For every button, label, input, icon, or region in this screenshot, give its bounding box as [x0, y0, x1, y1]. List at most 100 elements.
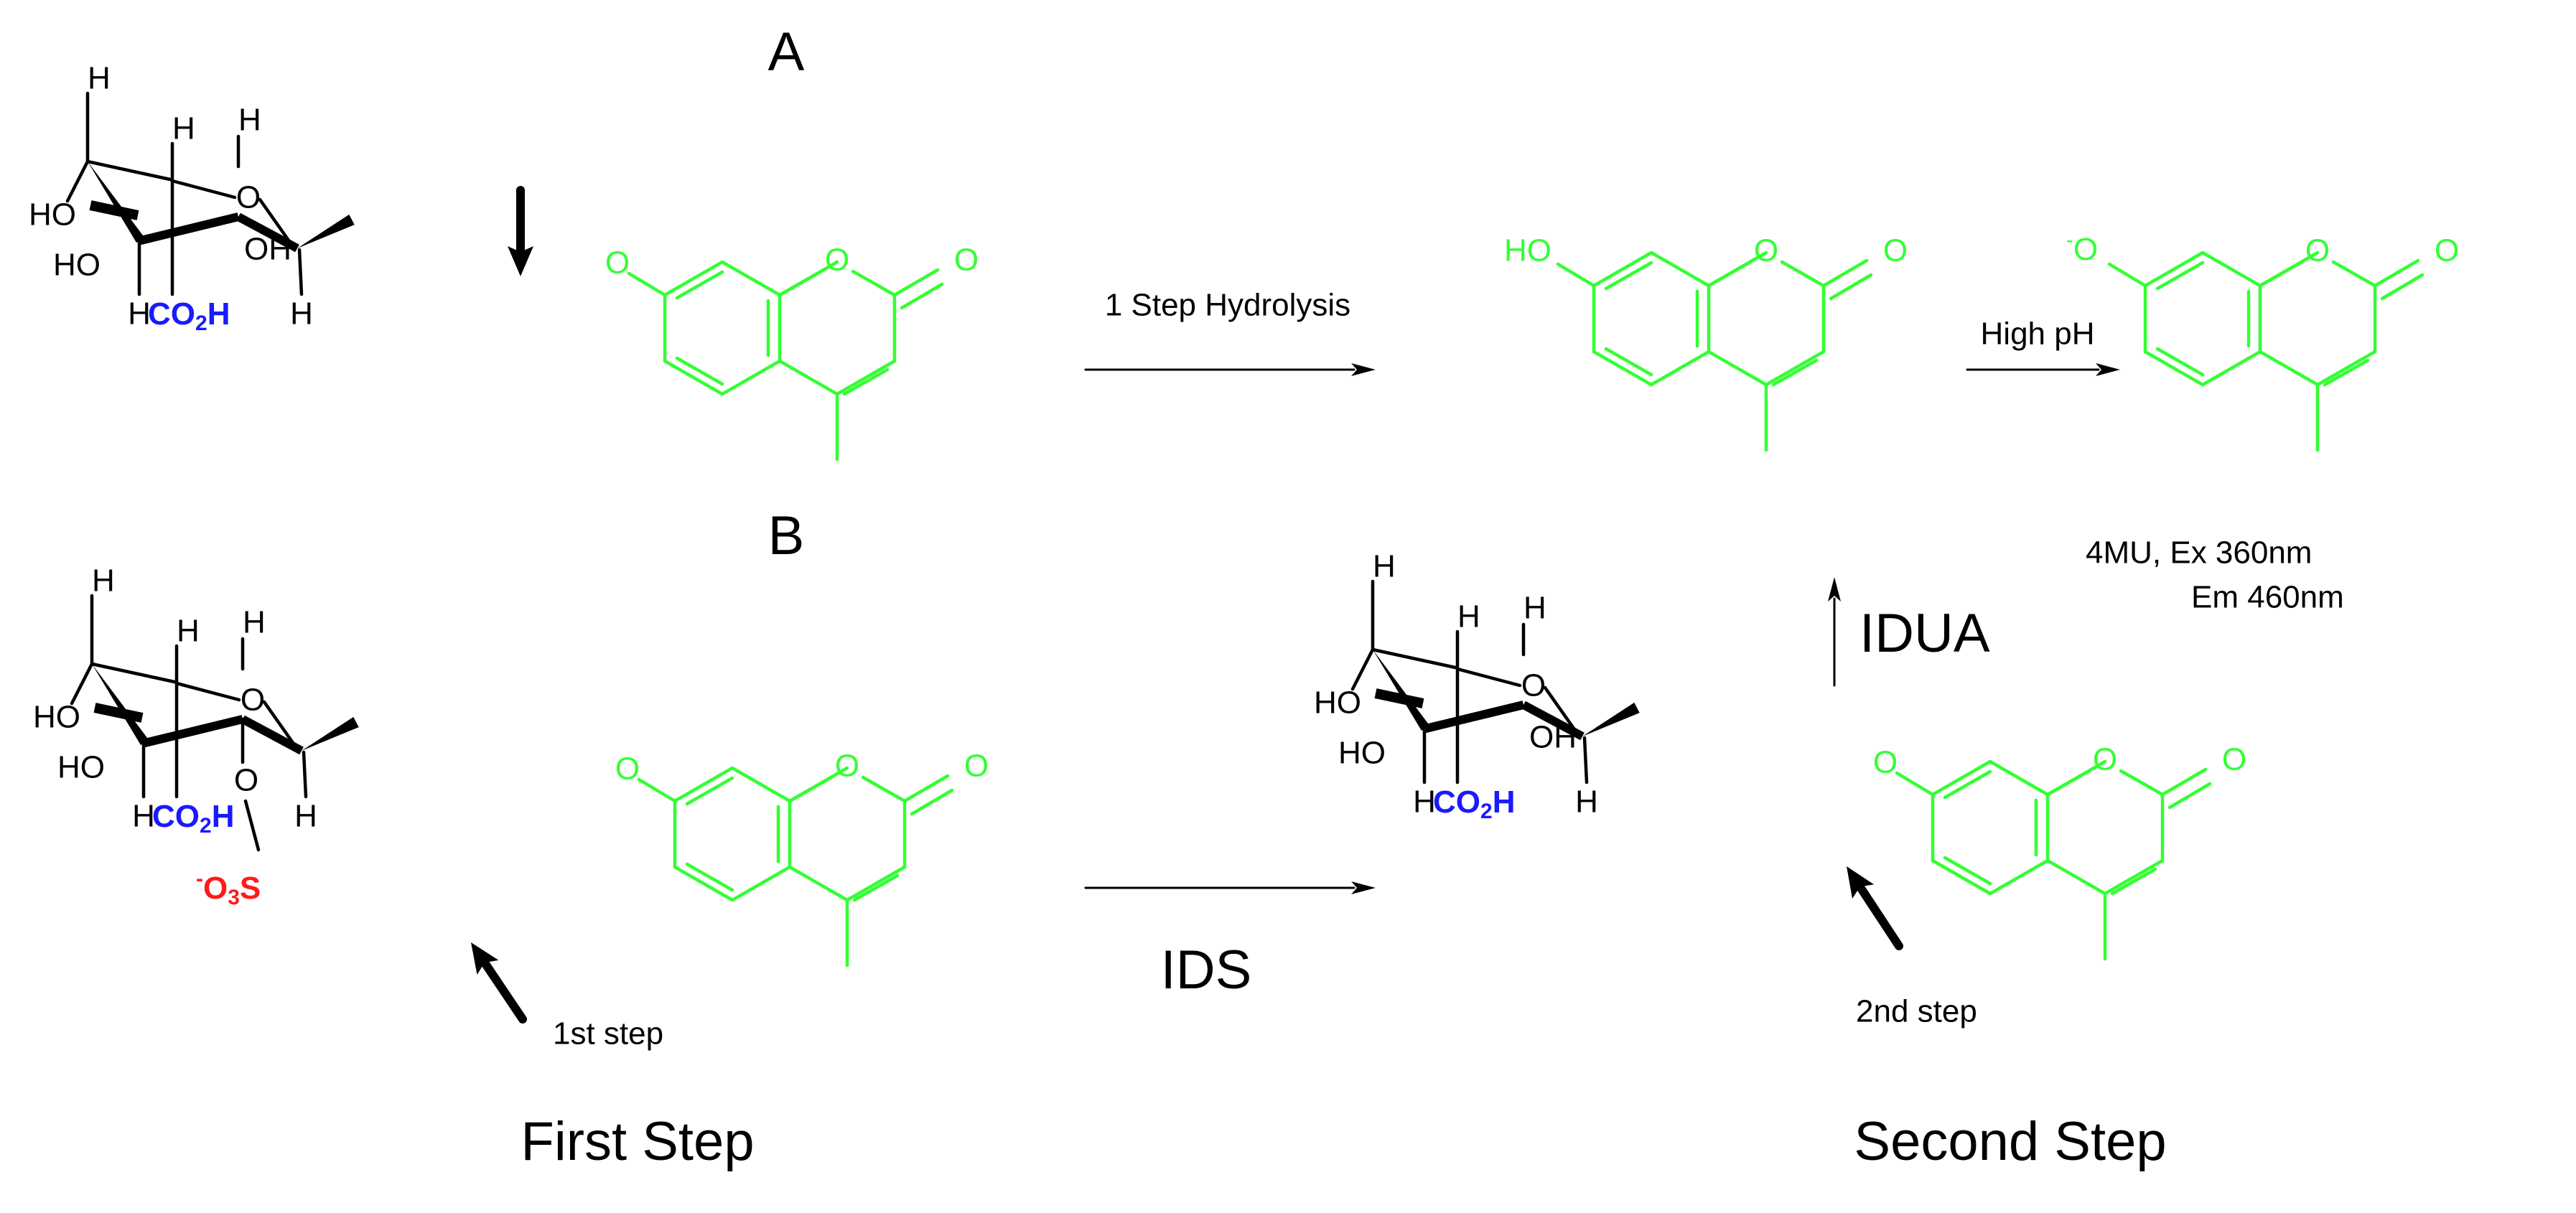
bond	[851, 269, 897, 297]
idua-arrow	[1828, 577, 1841, 687]
bond	[1604, 347, 1653, 377]
glycosidic-oxygen: O	[1873, 745, 1898, 780]
bond	[910, 788, 954, 816]
bond	[2160, 767, 2208, 797]
bond	[892, 268, 940, 297]
first-step-note: 1st step	[553, 1016, 663, 1052]
bond	[2380, 273, 2425, 301]
atom-h: H	[177, 614, 200, 649]
bond	[1543, 685, 1579, 736]
carbonyl-oxygen: O	[964, 749, 989, 784]
bond	[2258, 350, 2320, 387]
arrow-head	[1828, 577, 1841, 601]
atom-o: O	[234, 763, 258, 798]
bond	[675, 270, 724, 300]
bond	[1604, 261, 1653, 291]
atom-h: H	[1575, 785, 1598, 820]
bond	[627, 271, 667, 297]
bond	[85, 159, 172, 182]
bond	[663, 260, 724, 297]
atom-ho: HO	[33, 700, 80, 735]
ring-oxygen: O	[2305, 233, 2330, 268]
glycosidic-oxygen: O	[605, 245, 630, 281]
second-step-title: Second Step	[1854, 1111, 2166, 1172]
bond	[258, 197, 294, 248]
bond	[2167, 782, 2212, 810]
panel-label-a: A	[768, 22, 805, 83]
bond	[720, 359, 782, 396]
ring-oxygen: O	[825, 243, 849, 278]
arrow-shaft	[1857, 884, 1903, 950]
bond	[2143, 350, 2205, 387]
atom-h: H	[128, 296, 151, 332]
bond	[1556, 262, 1596, 288]
arrow-head	[1847, 866, 1875, 899]
bold-bond	[88, 161, 145, 243]
atom-ho: HO	[53, 248, 101, 283]
arrow-shaft	[482, 960, 527, 1024]
bond	[1931, 858, 1992, 896]
carboxyl-group: CO2H	[152, 799, 234, 838]
atom-ho: HO	[1338, 736, 1386, 771]
bond	[900, 282, 944, 310]
glycosidic-oxygen: O	[615, 751, 640, 787]
bond	[637, 777, 677, 803]
bond	[1350, 647, 1375, 691]
arrow-head	[2096, 363, 2120, 376]
bond	[2045, 858, 2107, 896]
idua-label: IDUA	[1859, 603, 1990, 664]
atom-o: O	[241, 683, 265, 718]
bond	[1988, 858, 2050, 896]
high-ph-label: High pH	[1981, 317, 2095, 352]
arrow-head	[1351, 881, 1376, 894]
ring-oxygen: O	[835, 749, 859, 784]
bond	[720, 260, 782, 297]
hydrolysis-arrow	[1084, 363, 1376, 376]
bond	[2331, 260, 2377, 288]
product-4mu-anion: O O -O	[2066, 228, 2459, 452]
bond	[170, 179, 237, 200]
bond	[845, 865, 907, 902]
carbonyl-oxygen: O	[1883, 233, 1908, 268]
bond	[1649, 350, 1711, 387]
hydroxyl-group: HO	[1504, 233, 1551, 268]
carbonyl-oxygen: O	[2435, 233, 2459, 268]
wedge-bond	[297, 214, 355, 248]
sulfate-group: -O3S	[196, 867, 261, 909]
phenolate-oxygen: -O	[2066, 228, 2098, 267]
bond	[2201, 350, 2262, 387]
bold-bond	[1373, 650, 1430, 731]
atom-h: H	[243, 605, 266, 640]
bond	[1943, 769, 1992, 800]
bond	[1455, 667, 1522, 688]
wedge-bond	[302, 716, 359, 751]
bond	[1988, 759, 2050, 797]
bond	[1592, 350, 1653, 387]
bond	[685, 776, 734, 806]
panel-label-b: B	[768, 505, 805, 566]
bond	[1582, 736, 1589, 785]
atom-ho: HO	[1314, 685, 1361, 721]
bold-bond	[1422, 701, 1525, 734]
bond	[243, 799, 261, 852]
atom-h: H	[172, 111, 195, 146]
bold-bond	[136, 212, 240, 245]
atom-h: H	[1457, 599, 1480, 634]
atom-h: H	[132, 799, 155, 834]
bond	[2143, 250, 2205, 288]
bond	[1764, 350, 1826, 387]
bold-bond	[141, 715, 244, 748]
bond	[2119, 769, 2165, 797]
ids-label: IDS	[1161, 940, 1252, 1001]
high-ph-arrow	[1966, 363, 2120, 376]
bond	[1780, 260, 1826, 288]
bond	[730, 865, 792, 902]
bond	[1707, 350, 1768, 387]
atom-oh: OH	[244, 232, 291, 267]
bond	[1943, 856, 1992, 886]
fluorophore-emission: Em 460nm	[2191, 580, 2344, 615]
bond	[675, 356, 724, 386]
